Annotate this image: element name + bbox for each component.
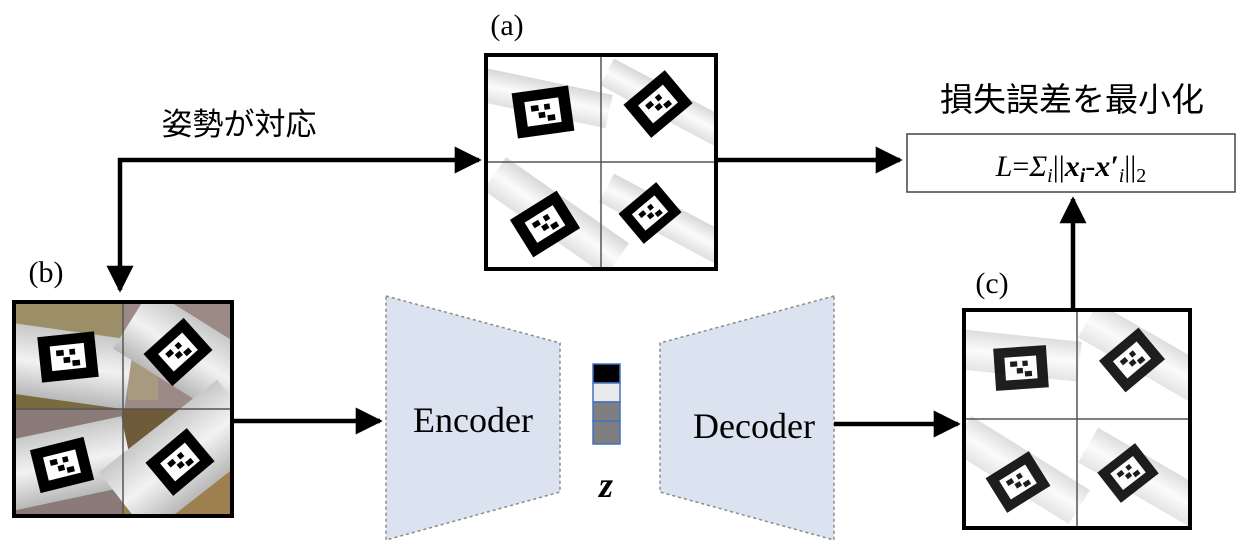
panel-a-target-images <box>484 53 718 271</box>
loss-L: L <box>995 150 1013 183</box>
decoder-block <box>659 295 835 541</box>
pose-match-label: 姿勢が対応 <box>162 107 317 143</box>
latent-cell-3 <box>592 401 621 422</box>
minimize-loss-label: 損失誤差を最小化 <box>940 80 1204 119</box>
loss-box <box>906 133 1236 193</box>
loss-x-sub-i: i <box>1080 165 1086 187</box>
latent-vector <box>592 363 621 445</box>
loss-sub-i: i <box>1047 165 1053 187</box>
panel-b-label: (b) <box>29 256 64 289</box>
latent-cell-2 <box>592 382 621 403</box>
encoder-label: Encoder <box>413 400 533 440</box>
latent-cell-4 <box>592 420 621 445</box>
marker-a1 <box>511 85 575 139</box>
arrow-pose-to-a <box>106 146 482 293</box>
loss-dash: - <box>1085 150 1095 183</box>
encoder-block <box>385 295 561 541</box>
latent-cell-1 <box>592 363 621 384</box>
arrows <box>106 146 1087 438</box>
loss-bars-close: || <box>1124 150 1136 183</box>
panel-c-output-images <box>962 308 1192 530</box>
panel-a-label: (a) <box>490 9 523 42</box>
loss-eq: = <box>1012 150 1029 183</box>
loss-bars-open: || <box>1053 150 1065 183</box>
marker-c1 <box>993 345 1049 391</box>
loss-xprime: x′ <box>1094 150 1118 183</box>
loss-formula: L=Σi||xi-x′i||2 <box>995 150 1147 187</box>
latent-label: z <box>597 465 613 505</box>
loss-sigma: Σ <box>1028 150 1047 183</box>
panel-b-input-images <box>12 300 234 518</box>
loss-xprime-sub-i: i <box>1119 165 1125 187</box>
loss-sub-2: 2 <box>1136 165 1146 187</box>
loss-x: x <box>1064 150 1080 183</box>
panel-c-label: (c) <box>975 267 1008 300</box>
marker-b1 <box>37 331 99 383</box>
decoder-label: Decoder <box>693 406 815 446</box>
